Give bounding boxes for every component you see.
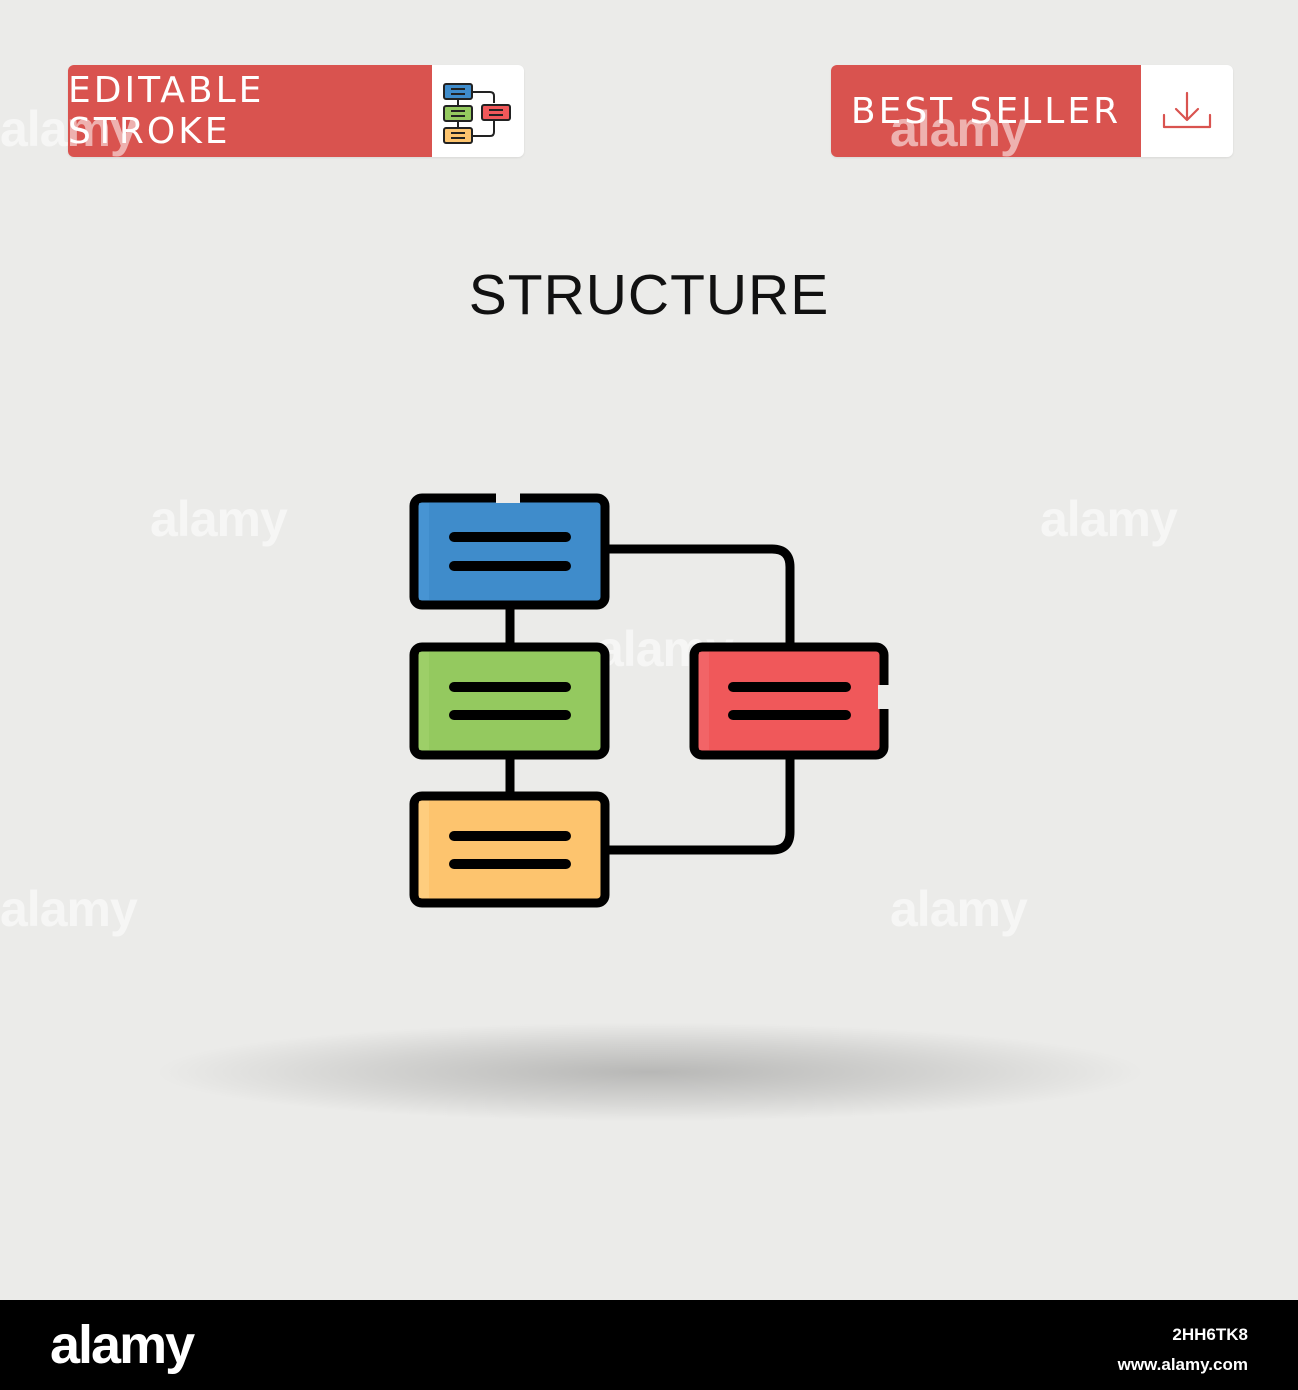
- structure-mini-icon: [432, 65, 524, 157]
- footer-bar: alamy 2HH6TK8 www.alamy.com: [0, 1300, 1298, 1390]
- blue-node: [409, 493, 610, 610]
- watermark-text: alamy: [0, 881, 138, 937]
- download-icon: [1141, 65, 1233, 157]
- footer-info: 2HH6TK8 www.alamy.com: [1118, 1320, 1248, 1380]
- watermark-text: alamy: [890, 881, 1028, 937]
- watermark-text: alamy: [0, 101, 138, 157]
- watermark-text: alamy: [890, 101, 1028, 157]
- editable-stroke-label: EDITABLE STROKE: [68, 65, 432, 157]
- site-url: www.alamy.com: [1117, 1355, 1248, 1374]
- best-seller-badge: BEST SELLER: [831, 65, 1233, 157]
- image-id: 2HH6TK8: [1172, 1325, 1248, 1344]
- watermark-text: alamy: [1040, 491, 1178, 547]
- watermark-text: alamy: [150, 491, 288, 547]
- editable-stroke-badge: EDITABLE STROKE: [68, 65, 524, 157]
- page-title: STRUCTURE: [468, 263, 830, 327]
- structure-icon: [400, 485, 900, 920]
- red-node: [689, 642, 889, 760]
- alamy-logo: alamy: [50, 1315, 195, 1375]
- orange-node: [409, 791, 610, 908]
- best-seller-label: BEST SELLER: [831, 65, 1141, 157]
- icon-shadow: [150, 1022, 1150, 1122]
- green-node: [409, 642, 610, 760]
